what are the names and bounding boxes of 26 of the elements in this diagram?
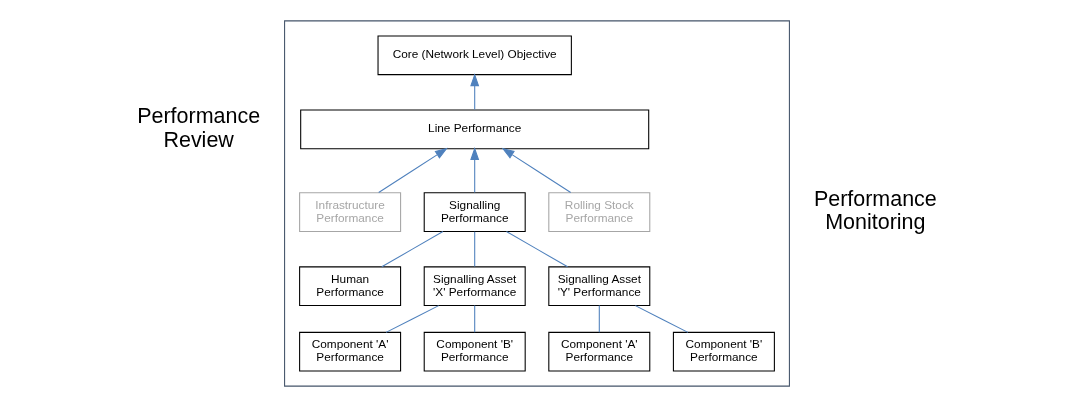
cluster (283, 20, 790, 387)
node-box: Component 'A' Performance (298, 331, 401, 372)
arrow (469, 73, 479, 111)
connector (385, 305, 439, 333)
connector (380, 230, 443, 268)
arrow (501, 147, 571, 194)
node-box: Core (Network Level) Objective (377, 35, 572, 76)
node-box: Human Performance (298, 266, 401, 307)
node-box: Component 'B' Performance (672, 331, 775, 372)
label: Performance Review (136, 103, 260, 152)
arrow (377, 147, 448, 194)
connector (505, 230, 568, 268)
node-box: Signalling Asset 'Y' Performance (547, 266, 650, 307)
node-box: Signalling Asset 'X' Performance (423, 266, 526, 307)
connector (634, 305, 688, 333)
connector (598, 305, 600, 333)
node-box: Signalling Performance (423, 192, 526, 232)
node-box: Component 'B' Performance (423, 331, 526, 372)
connector (473, 305, 475, 333)
arrow (469, 147, 479, 194)
label: Performance Monitoring (813, 186, 937, 235)
node-box: Rolling Stock Performance (547, 192, 650, 232)
node-box: Infrastructure Performance (298, 192, 401, 232)
node-box: Line Performance (299, 109, 649, 150)
connector (473, 231, 475, 267)
node-box: Component 'A' Performance (547, 331, 650, 372)
